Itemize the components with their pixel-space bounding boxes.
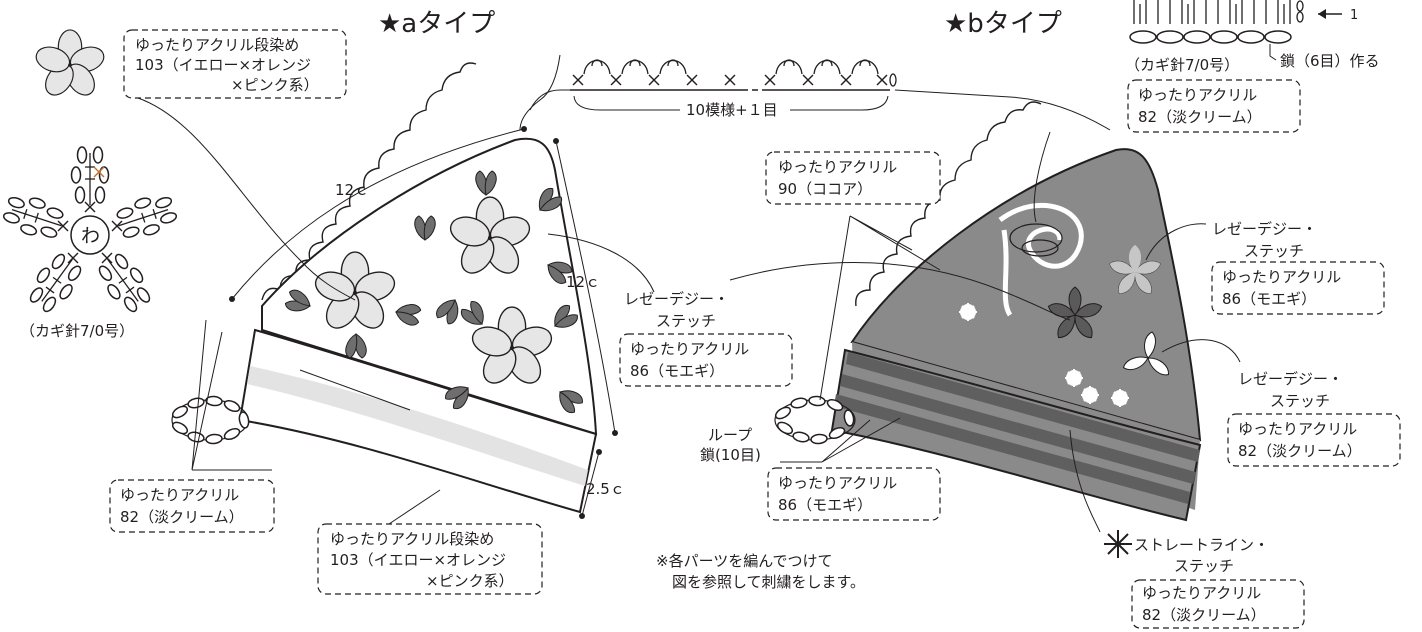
stem-hook-size: （カギ針7/0号）: [1125, 56, 1239, 74]
type-b-title: ★bタイプ: [944, 9, 1062, 39]
svg-text:レゼーデジー・: レゼーデジー・: [1212, 220, 1317, 238]
stem-chart: 1 鎖（6目）作る （カギ針7/0号）: [1125, 0, 1380, 74]
svg-text:レゼーデジー・: レゼーデジー・: [624, 290, 729, 308]
svg-text:ゆったりアクリル: ゆったりアクリル: [1222, 268, 1341, 286]
flower-motif-chart: わ: [1, 146, 179, 315]
b-daisy2-label: レゼーデジー・ ステッチ ゆったりアクリル 82（淡クリーム）: [1161, 339, 1401, 467]
b-top-yarn-label: ゆったりアクリル 82（淡クリーム）: [1127, 79, 1301, 133]
a-flower-leader: [137, 97, 356, 301]
type-a-piece: [170, 62, 598, 514]
row-marker: 1: [1350, 8, 1358, 23]
svg-text:12ｃ: 12ｃ: [566, 273, 600, 291]
svg-text:86（モエギ）: 86（モエギ）: [778, 496, 872, 514]
b-daisy1-label: レゼーデジー・ ステッチ ゆったりアクリル 86（モエギ）: [1145, 220, 1385, 315]
chart-repeat-label: 10模様+１目: [686, 101, 778, 119]
svg-text:ステッチ: ステッチ: [656, 312, 716, 330]
a-flower-yarn-label: ゆったりアクリル段染め 103（イエロー×オレンジ ×ピンク系）: [123, 29, 347, 99]
svg-text:ステッチ: ステッチ: [1270, 392, 1330, 410]
svg-text:ゆったりアクリル: ゆったりアクリル: [778, 158, 897, 176]
motif-hook-size: （カギ針7/0号）: [20, 322, 134, 340]
svg-text:ゆったりアクリル: ゆったりアクリル: [120, 486, 239, 504]
svg-text:ゆったりアクリル: ゆったりアクリル: [630, 340, 749, 358]
flower-sample-icon: [32, 29, 108, 101]
a-bottom-yarn-label: ゆったりアクリル段染め 103（イエロー×オレンジ ×ピンク系）: [299, 369, 543, 595]
svg-text:ゆったりアクリル段染め: ゆったりアクリル段染め: [135, 36, 299, 54]
b-stripe-yarn-label: ゆったりアクリル 86（モエギ）: [767, 417, 941, 521]
svg-text:82（淡クリーム）: 82（淡クリーム）: [1238, 442, 1362, 460]
svg-text:ループ: ループ: [708, 426, 752, 444]
note-text: ※各パーツを編んでつけて 図を参照して刺繍をします。: [656, 552, 865, 591]
svg-text:86（モエギ）: 86（モエギ）: [1222, 290, 1316, 308]
edge-stitch-chart: 10模様+１目: [570, 59, 897, 119]
svg-text:86（モエギ）: 86（モエギ）: [630, 362, 724, 380]
svg-text:103（イエロー×オレンジ: 103（イエロー×オレンジ: [330, 551, 506, 569]
svg-text:2.5ｃ: 2.5ｃ: [586, 480, 625, 498]
a-dimensions: 12ｃ 12ｃ 2.5ｃ: [229, 126, 625, 519]
straight-stitch-icon: [1104, 530, 1132, 558]
svg-text:ゆったりアクリル: ゆったりアクリル: [1238, 420, 1357, 438]
type-b-piece: [773, 101, 1202, 522]
svg-text:ステッチ: ステッチ: [1244, 242, 1304, 260]
svg-text:82（淡クリーム）: 82（淡クリーム）: [120, 508, 244, 526]
svg-text:ゆったりアクリル: ゆったりアクリル: [1138, 86, 1257, 104]
b-body-yarn-label: ゆったりアクリル 90（ココア）: [765, 151, 941, 401]
svg-text:ストレートライン・: ストレートライン・: [1134, 536, 1269, 554]
svg-text:82（淡クリーム）: 82（淡クリーム）: [1142, 606, 1266, 624]
a-loop-yarn-label: ゆったりアクリル 82（淡クリーム）: [109, 319, 275, 533]
svg-text:ゆったりアクリル: ゆったりアクリル: [778, 474, 897, 492]
magic-ring-label: わ: [81, 225, 100, 247]
svg-text:ゆったりアクリル: ゆったりアクリル: [1142, 584, 1261, 602]
svg-text:90（ココア）: 90（ココア）: [778, 180, 872, 198]
svg-text:×ピンク系）: ×ピンク系）: [426, 572, 514, 590]
stem-chain-label: 鎖（6目）作る: [1280, 52, 1380, 70]
b-loop-label: ループ 鎖(10目): [700, 426, 761, 464]
svg-text:12ｃ: 12ｃ: [335, 181, 369, 199]
svg-text:103（イエロー×オレンジ: 103（イエロー×オレンジ: [135, 56, 311, 74]
svg-text:ステッチ: ステッチ: [1174, 557, 1234, 575]
svg-text:鎖(10目): 鎖(10目): [700, 446, 761, 464]
type-a-title: ★aタイプ: [378, 9, 495, 39]
svg-text:×ピンク系）: ×ピンク系）: [231, 76, 319, 94]
svg-text:ゆったりアクリル段染め: ゆったりアクリル段染め: [330, 530, 494, 548]
b-straight-label: ストレートライン・ ステッチ ゆったりアクリル 82（淡クリーム）: [1069, 429, 1305, 629]
svg-text:図を参照して刺繍をします。: 図を参照して刺繍をします。: [672, 573, 865, 591]
a-lazy-daisy-label: レゼーデジー・ ステッチ ゆったりアクリル 86（モエギ）: [547, 233, 793, 387]
svg-text:※各パーツを編んでつけて: ※各パーツを編んでつけて: [656, 552, 833, 570]
svg-text:レゼーデジー・: レゼーデジー・: [1238, 370, 1343, 388]
svg-text:82（淡クリーム）: 82（淡クリーム）: [1138, 108, 1262, 126]
